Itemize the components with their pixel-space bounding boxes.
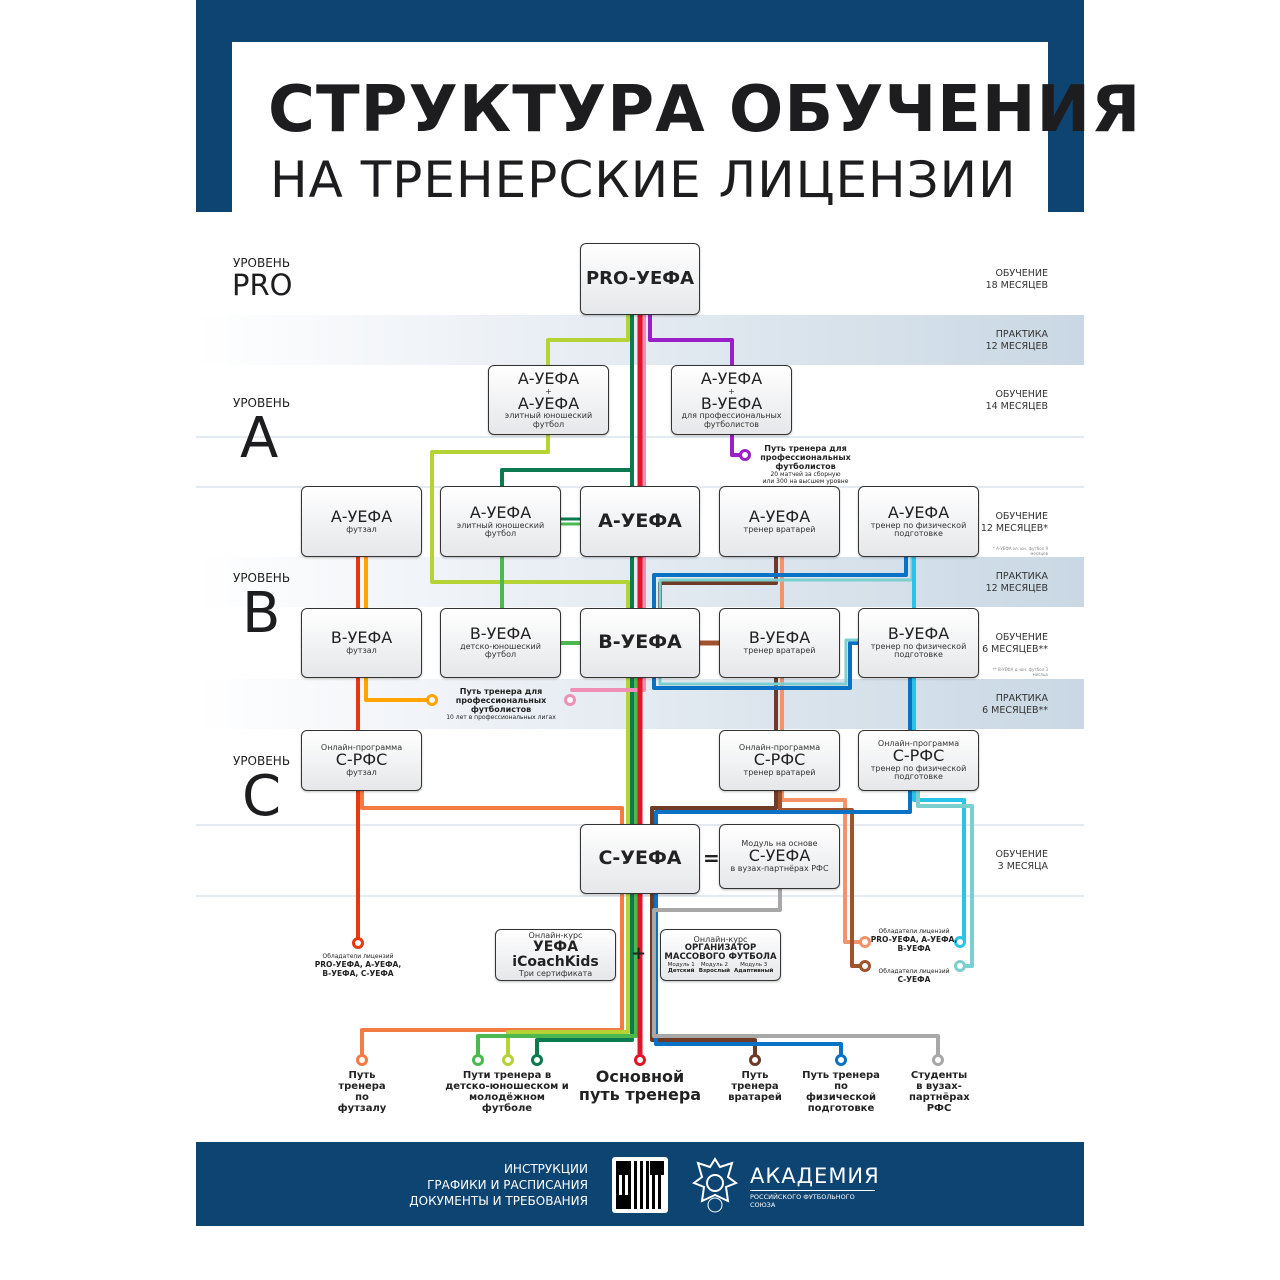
note-pro-players-a: Путь тренера для профессиональных футбол… xyxy=(760,444,851,485)
rfs-emblem-icon xyxy=(691,1157,739,1213)
phys-teal-2-line xyxy=(916,789,974,968)
plus-sign: + xyxy=(631,943,647,964)
box-c-uefa-main[interactable]: С-УЕФА xyxy=(580,824,700,894)
footnote: * А-УЕФА эл. юн. футбол 9 месяцев xyxy=(992,546,1048,556)
brand-name: АКАДЕМИЯ xyxy=(750,1164,880,1188)
level-a: A xyxy=(240,406,279,471)
students-line xyxy=(652,887,940,1060)
level-label: УРОВЕНЬ xyxy=(233,396,291,410)
note-pro-players-b: Путь тренера для профессиональных футбол… xyxy=(446,687,556,721)
youth-lime-end-stop-icon xyxy=(502,1054,514,1066)
box-pro-uefa[interactable]: PRO-УЕФА xyxy=(580,243,700,315)
level-label: УРОВЕНЬ xyxy=(233,571,291,585)
qr-code-icon[interactable] xyxy=(612,1157,668,1213)
page-title: СТРУКТУРА ОБУЧЕНИЯ xyxy=(268,73,1142,147)
phys-holders-c-stop-icon xyxy=(954,960,966,972)
endpoint-physical: Путь тренера по физической подготовке xyxy=(802,1070,880,1114)
youth-dkgreen-2-line xyxy=(535,468,634,1060)
students-end-stop-icon xyxy=(932,1054,944,1066)
youth-lime-3-line xyxy=(506,580,630,1060)
endpoint-goalkeeper: Путь тренера вратарей xyxy=(728,1070,782,1103)
futsal-pro-stop-icon xyxy=(426,694,438,706)
pro-players-pink-line xyxy=(570,313,646,692)
main-end-stop-icon xyxy=(634,1054,646,1066)
phys-blue-line xyxy=(652,555,908,690)
gk-end-stop-icon xyxy=(749,1054,761,1066)
box-b-uefa-main[interactable]: В-УЕФА xyxy=(580,608,700,678)
phys-holders-stop-icon xyxy=(954,936,966,948)
phys-end-stop-icon xyxy=(835,1054,847,1066)
youth-lime-2-line xyxy=(430,433,630,584)
pro-players-purple-line xyxy=(648,313,734,367)
level-label: УРОВЕНЬ xyxy=(233,754,291,768)
gk-holders-stop-icon xyxy=(859,936,871,948)
endpoint-futsal: Путь тренера по футзалу xyxy=(337,1070,387,1114)
footer-link-schedules[interactable]: ГРАФИКИ И РАСПИСАНИЯ xyxy=(427,1178,588,1192)
box-organizer[interactable]: Онлайн-курс ОРГАНИЗАТОР МАССОВОГО ФУТБОЛ… xyxy=(660,929,781,981)
level-c: C xyxy=(242,764,282,829)
futsal-end-stop-icon xyxy=(356,1054,368,1066)
header-panel xyxy=(232,42,1048,212)
endpoint-youth: Пути тренера в детско-юношеском и молодё… xyxy=(445,1070,569,1114)
gk-holders-c-stop-icon xyxy=(859,960,871,972)
futsal-holders-stop-icon xyxy=(352,937,364,949)
gk-brown-line xyxy=(658,555,778,610)
level-pro: PRO xyxy=(232,268,293,302)
box-a-uefa-main[interactable]: А-УЕФА xyxy=(580,486,700,557)
level-b: B xyxy=(242,581,281,646)
page-subtitle: НА ТРЕНЕРСКИЕ ЛИЦЕНЗИИ xyxy=(270,151,1017,209)
youth-dkgreen-line xyxy=(500,313,634,488)
endpoint-students: Студенты в вузах-партнёрах РФС xyxy=(909,1070,970,1114)
footnote: ** В-УЕФА д.-юн. футбол 3 месяца xyxy=(992,667,1048,677)
youth-dkgreen-end-stop-icon xyxy=(531,1054,543,1066)
youth-lime-line xyxy=(546,313,630,367)
pro-players-purple-2-line xyxy=(730,433,744,457)
youth-green-end-stop-icon xyxy=(472,1054,484,1066)
pro-players-a-stop-icon xyxy=(739,449,751,461)
futsal-line xyxy=(360,789,624,1060)
endpoint-main: Основной путь тренера xyxy=(578,1067,702,1104)
brand-subtitle: РОССИЙСКОГО ФУТБОЛЬНОГО СОЮЗА xyxy=(750,1190,875,1209)
footer-link-instructions[interactable]: ИНСТРУКЦИИ xyxy=(503,1162,588,1176)
futsal-amber-line xyxy=(364,555,432,702)
pro-players-b-stop-icon xyxy=(564,694,576,706)
level-label: УРОВЕНЬ xyxy=(233,256,291,270)
footer-link-documents[interactable]: ДОКУМЕНТЫ И ТРЕБОВАНИЯ xyxy=(409,1194,588,1208)
equals-sign: = xyxy=(703,846,720,870)
